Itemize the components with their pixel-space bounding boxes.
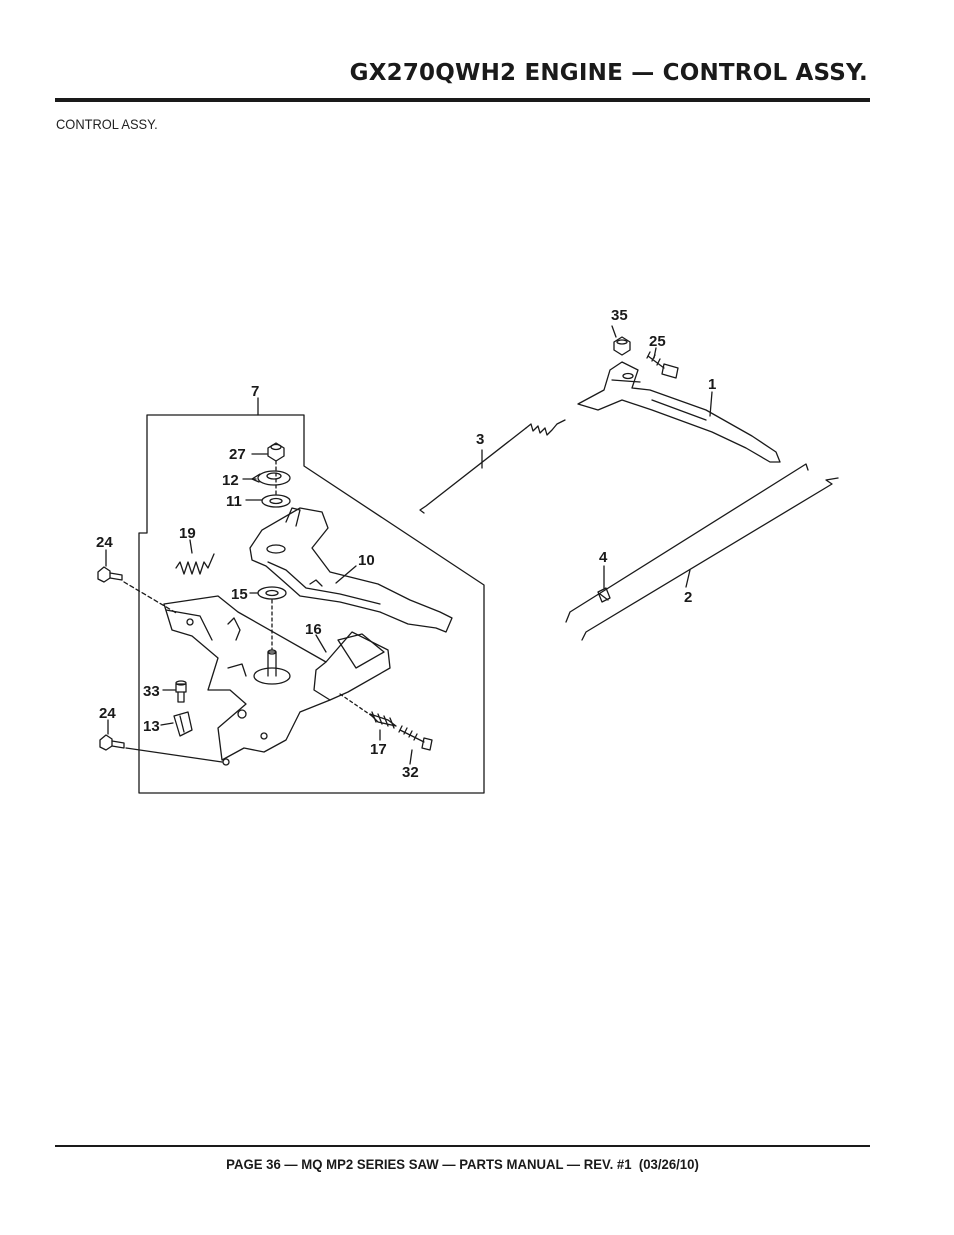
bolt-25: [646, 351, 679, 379]
callout-16: 16: [305, 621, 322, 638]
callout-33: 33: [143, 683, 160, 700]
spring-17: [369, 711, 397, 729]
callout-25: 25: [649, 333, 666, 350]
callout-11: 11: [226, 493, 242, 510]
callout-2: 2: [684, 589, 692, 606]
plate-12: [251, 470, 291, 486]
callout-35: 35: [611, 307, 628, 324]
control-lever-10: [249, 507, 453, 633]
bracket-16: [163, 595, 391, 766]
callout-24-upper: 24: [96, 534, 113, 551]
callout-12: 12: [222, 472, 239, 489]
assembly-boundary: [138, 414, 485, 794]
callout-10: 10: [358, 552, 375, 569]
footer-rule: [55, 1145, 870, 1147]
header-rule: [55, 98, 870, 102]
clip-4: [597, 587, 611, 603]
governor-rod-3: [419, 419, 566, 514]
section-label: CONTROL ASSY.: [56, 116, 158, 132]
page-title: GX270QWH2 ENGINE — CONTROL ASSY.: [349, 60, 868, 86]
callout-17: 17: [370, 741, 387, 758]
choke-rod-2: [565, 463, 839, 641]
bolt-24-lower: [99, 734, 125, 751]
washer-11: [261, 494, 291, 508]
bolt-33: [175, 680, 187, 703]
clip-13: [173, 711, 193, 737]
callout-32: 32: [402, 764, 419, 781]
callout-24-lower: 24: [99, 705, 116, 722]
callout-13: 13: [143, 718, 160, 735]
callout-7: 7: [251, 383, 259, 400]
governor-arm-1: [577, 361, 781, 463]
callout-27: 27: [229, 446, 246, 463]
bolt-24-upper: [97, 566, 123, 583]
spring-19: [175, 553, 215, 575]
callout-4: 4: [599, 549, 608, 566]
bolt-32: [398, 725, 433, 751]
page-footer: PAGE 36 — MQ MP2 SERIES SAW — PARTS MANU…: [226, 1156, 699, 1172]
callout-3: 3: [476, 431, 484, 448]
callout-15: 15: [231, 586, 248, 603]
nut-27: [267, 442, 285, 462]
callout-19: 19: [179, 525, 196, 542]
nut-35: [613, 336, 631, 356]
washer-15: [257, 586, 287, 600]
callout-1: 1: [708, 376, 716, 393]
